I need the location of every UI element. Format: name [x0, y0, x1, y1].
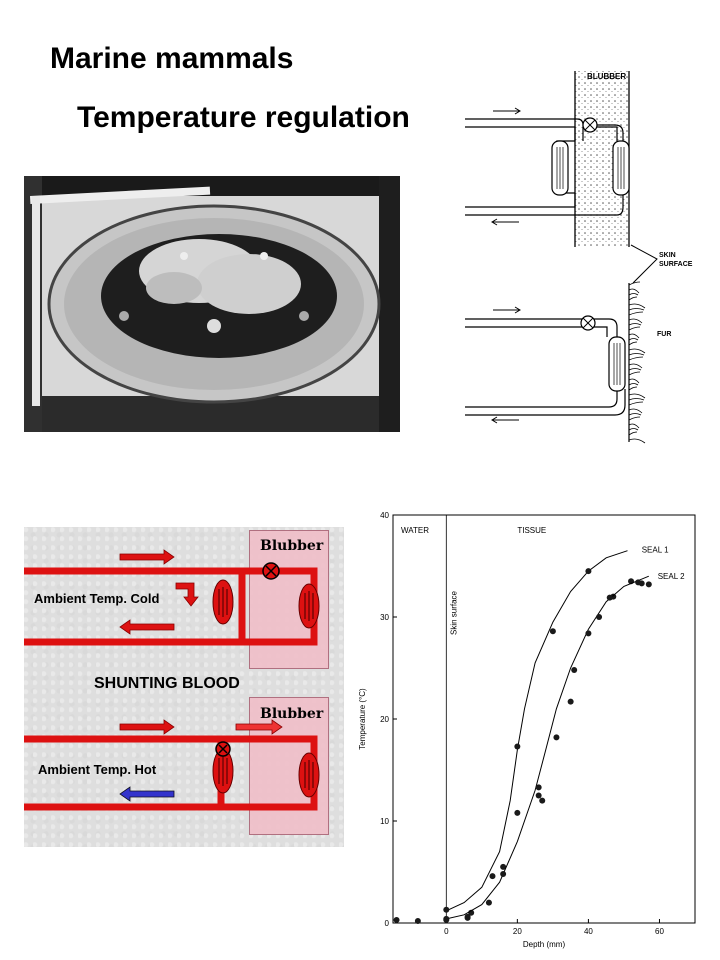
- data-point-seal-2: [585, 630, 592, 637]
- arrow-left-icon: [119, 619, 175, 635]
- valve-icon: [582, 117, 598, 133]
- bottom-vessel-loop: [465, 283, 630, 442]
- slide-title: Marine mammals: [50, 42, 294, 75]
- tissue-region-label: TISSUE: [517, 526, 546, 535]
- flow-arrow-icon: [491, 306, 521, 424]
- data-point-seal-2: [596, 614, 603, 620]
- data-point-seal-1: [585, 568, 592, 575]
- series-curve-2: [446, 575, 649, 920]
- ambient-hot-label: Ambient Temp. Hot: [38, 762, 157, 777]
- series-label-seal-2: SEAL 2: [658, 572, 685, 581]
- shunting-blood-diagram: Blubber Blubber: [24, 527, 344, 847]
- data-point-seal-1: [500, 863, 507, 870]
- data-point-seal-2: [567, 698, 574, 705]
- chart-axes: 0 20 40 60 0 10 20 30 40: [380, 511, 696, 936]
- blubber-label-bottom: Blubber: [260, 706, 324, 722]
- y-axis-label: Temperature (°C): [358, 688, 367, 750]
- slide-subtitle: Temperature regulation: [77, 101, 410, 134]
- x-tick-label: 40: [584, 927, 593, 936]
- heat-exchanger-bottom: [608, 336, 626, 392]
- arrow-down-icon: [175, 582, 199, 607]
- x-tick-label: 0: [444, 927, 449, 936]
- data-point-seal-1: [414, 917, 421, 924]
- data-point-seal-2: [443, 916, 450, 923]
- x-axis-label: Depth (mm): [523, 940, 566, 949]
- plot-frame: [392, 514, 696, 924]
- cross-section-photo: [24, 176, 400, 432]
- top-vessel-loop: [24, 567, 318, 646]
- y-tick-label: 10: [380, 817, 389, 826]
- data-point-seal-1: [489, 873, 496, 880]
- data-point-seal-1: [393, 916, 400, 923]
- data-point-seal-1: [514, 809, 521, 816]
- data-point-seal-1: [539, 797, 546, 804]
- arrow-right-icon: [119, 719, 283, 735]
- series-curve-1: [446, 550, 628, 912]
- data-point-seal-2: [553, 734, 560, 741]
- data-point-seal-2: [535, 784, 542, 791]
- data-point-seal-2: [535, 792, 542, 799]
- arrow-right-icon: [119, 549, 175, 565]
- arrow-left-blue-icon: [119, 786, 175, 802]
- surface-label: SURFACE: [659, 261, 693, 268]
- valve-icon: [215, 741, 231, 757]
- valve-icon: [580, 315, 596, 331]
- blubber-label: BLUBBER: [587, 72, 626, 81]
- water-region-label: WATER: [401, 526, 429, 535]
- top-vessel-loop: [465, 118, 624, 216]
- countercurrent-diagram: BLUBBER: [457, 57, 695, 447]
- heat-exchanger-icon: [212, 748, 320, 798]
- data-point-seal-2: [638, 580, 645, 587]
- data-point-seal-2: [514, 743, 521, 750]
- data-point-seal-1: [443, 906, 450, 913]
- heat-exchanger-left: [551, 140, 569, 196]
- data-point-seal-1: [549, 628, 556, 635]
- fur-hairs: [628, 281, 646, 444]
- x-tick-label: 60: [655, 927, 664, 936]
- temperature-depth-chart: 0 20 40 60 0 10 20 30 40 Depth (mm) Temperature …: [355, 497, 700, 952]
- y-tick-label: 0: [385, 919, 390, 928]
- valve-icon: [262, 562, 280, 580]
- x-tick-label: 20: [513, 927, 522, 936]
- series-label-seal-1: SEAL 1: [642, 546, 669, 555]
- heat-exchanger-right: [612, 140, 630, 196]
- ambient-cold-label: Ambient Temp. Cold: [34, 591, 160, 606]
- y-tick-label: 40: [380, 511, 389, 520]
- flow-arrow-icon: [491, 107, 521, 226]
- data-point-seal-2: [571, 667, 578, 674]
- heat-exchanger-icon: [212, 579, 320, 629]
- skin-surface-label: Skin surface: [449, 590, 458, 635]
- y-tick-label: 30: [380, 613, 389, 622]
- data-point-seal-2: [464, 914, 471, 921]
- data-point-seal-2: [500, 871, 507, 878]
- skin-label: SKIN: [659, 252, 676, 259]
- data-point-seal-2: [606, 594, 613, 601]
- data-point-seal-2: [485, 899, 492, 906]
- shunting-title: SHUNTING BLOOD: [94, 675, 240, 692]
- blubber-label-top: Blubber: [260, 538, 324, 554]
- y-tick-label: 20: [380, 715, 389, 724]
- data-point-seal-2: [645, 581, 652, 588]
- fur-label: FUR: [657, 331, 671, 338]
